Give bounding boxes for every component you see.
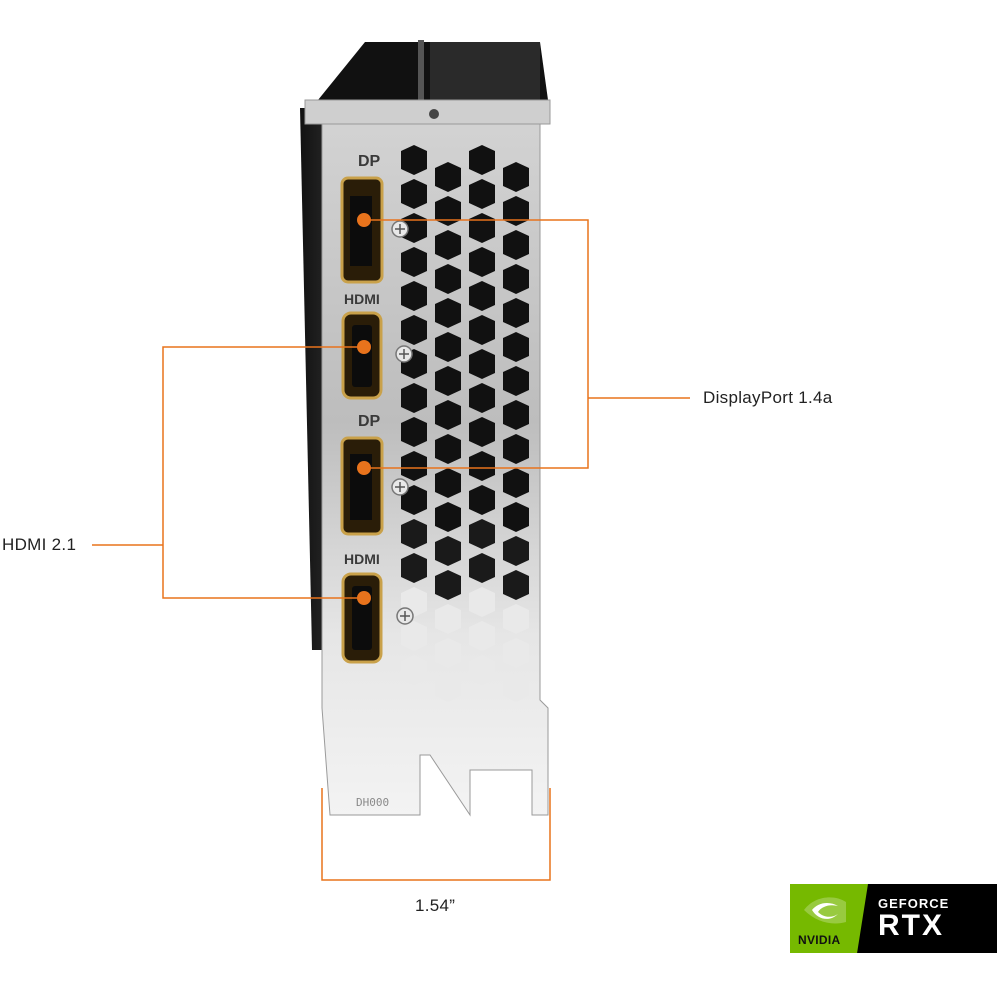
vent-opening bbox=[503, 332, 529, 362]
vent-opening bbox=[503, 264, 529, 294]
vent-opening bbox=[401, 485, 427, 515]
vent-grid bbox=[401, 145, 529, 702]
vent-opening bbox=[469, 315, 495, 345]
vent-opening bbox=[503, 468, 529, 498]
vent-opening bbox=[503, 672, 529, 702]
nvidia-badge: NVIDIA bbox=[790, 884, 868, 953]
vent-opening bbox=[401, 655, 427, 685]
width-dimension-label: 1.54” bbox=[415, 896, 456, 915]
vent-opening bbox=[503, 366, 529, 396]
vent-opening bbox=[401, 315, 427, 345]
vent-opening bbox=[401, 247, 427, 277]
vent-opening bbox=[469, 553, 495, 583]
screw-icons bbox=[391, 220, 414, 625]
vent-opening bbox=[435, 672, 461, 702]
vent-opening bbox=[469, 383, 495, 413]
port-label-hdmi-1: HDMI bbox=[344, 291, 380, 307]
vent-opening bbox=[401, 179, 427, 209]
vent-opening bbox=[469, 281, 495, 311]
vent-opening bbox=[469, 213, 495, 243]
vent-opening bbox=[435, 604, 461, 634]
vent-opening bbox=[401, 451, 427, 481]
rtx-text: RTX bbox=[878, 909, 944, 942]
hdmi-port-2 bbox=[341, 572, 383, 664]
vent-opening bbox=[435, 298, 461, 328]
vent-opening bbox=[401, 553, 427, 583]
vent-opening bbox=[469, 621, 495, 651]
callout-lines bbox=[92, 219, 690, 881]
displayport-port-2 bbox=[340, 436, 384, 536]
vent-opening bbox=[469, 655, 495, 685]
vent-opening bbox=[435, 332, 461, 362]
vent-opening bbox=[503, 604, 529, 634]
vent-opening bbox=[435, 366, 461, 396]
vent-opening bbox=[503, 570, 529, 600]
vent-opening bbox=[503, 400, 529, 430]
hdmi-callout: HDMI 2.1 bbox=[2, 535, 77, 554]
vent-opening bbox=[435, 536, 461, 566]
bracket-code: DH000 bbox=[356, 796, 389, 809]
vent-opening bbox=[401, 417, 427, 447]
displayport-callout: DisplayPort 1.4a bbox=[703, 388, 833, 407]
vent-opening bbox=[503, 162, 529, 192]
callout-dots bbox=[357, 213, 371, 605]
vent-opening bbox=[469, 451, 495, 481]
vent-opening bbox=[469, 247, 495, 277]
port-label-hdmi-2: HDMI bbox=[344, 551, 380, 567]
vent-opening bbox=[401, 145, 427, 175]
vent-opening bbox=[469, 179, 495, 209]
vent-opening bbox=[435, 264, 461, 294]
vent-opening bbox=[435, 570, 461, 600]
vent-opening bbox=[503, 434, 529, 464]
displayport-port-1 bbox=[340, 176, 384, 284]
vent-opening bbox=[469, 485, 495, 515]
vent-opening bbox=[469, 349, 495, 379]
vent-opening bbox=[503, 502, 529, 532]
vent-opening bbox=[435, 434, 461, 464]
vent-opening bbox=[435, 230, 461, 260]
nvidia-eye-icon bbox=[804, 897, 846, 924]
vent-opening bbox=[401, 281, 427, 311]
geforce-rtx-logo: NVIDIA GEFORCE RTX bbox=[790, 884, 997, 953]
vent-opening bbox=[435, 162, 461, 192]
vent-opening bbox=[469, 519, 495, 549]
vent-opening bbox=[503, 536, 529, 566]
vent-opening bbox=[401, 383, 427, 413]
vent-opening bbox=[401, 621, 427, 651]
vent-opening bbox=[503, 196, 529, 226]
vent-opening bbox=[469, 587, 495, 617]
vent-opening bbox=[503, 638, 529, 668]
nvidia-wordmark: NVIDIA bbox=[798, 933, 841, 947]
port-label-dp-1: DP bbox=[358, 153, 381, 170]
vent-opening bbox=[503, 230, 529, 260]
vent-opening bbox=[435, 196, 461, 226]
vent-opening bbox=[401, 519, 427, 549]
port-label-dp-2: DP bbox=[358, 413, 381, 430]
vent-opening bbox=[435, 468, 461, 498]
vent-opening bbox=[435, 638, 461, 668]
vent-opening bbox=[469, 417, 495, 447]
vent-opening bbox=[435, 400, 461, 430]
geforce-text: GEFORCE bbox=[878, 896, 950, 911]
hdmi-port-1 bbox=[341, 311, 383, 400]
vent-opening bbox=[503, 298, 529, 328]
vent-opening bbox=[469, 145, 495, 175]
vent-opening bbox=[435, 502, 461, 532]
